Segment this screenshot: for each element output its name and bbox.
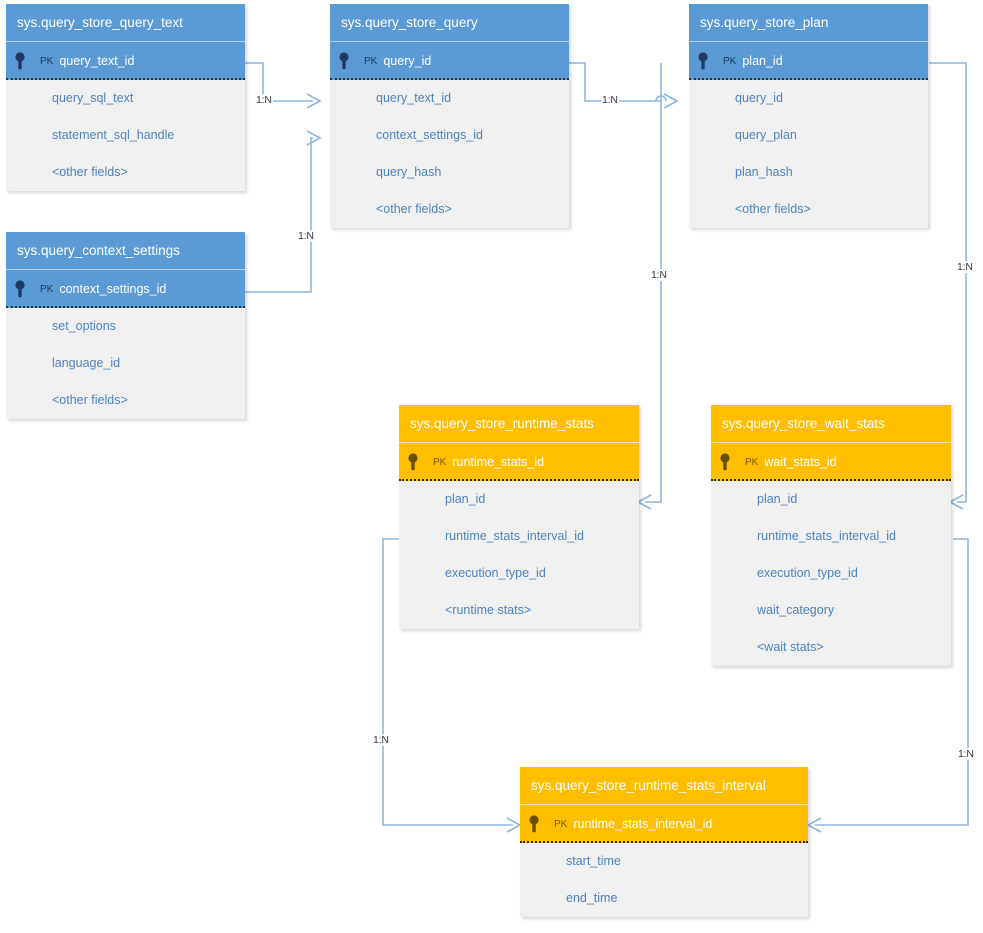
key-icon [330,52,364,70]
arrowhead-query-to-plan [663,93,679,109]
key-icon [711,453,745,471]
entity-title: sys.query_store_query [330,4,569,42]
key-icon [689,52,723,70]
cardinality-label-r7: 1:N [957,748,975,760]
field-row[interactable]: plan_hash [735,165,793,179]
pk-field-name: wait_stats_id [764,455,837,469]
cardinality-label-r2: 1:N [297,230,315,242]
pk-divider [6,306,245,308]
entity-primary-key-row[interactable]: PK query_id [330,42,569,80]
entity-primary-key-row[interactable]: PK runtime_stats_id [399,443,639,481]
field-row[interactable]: plan_id [445,492,486,506]
pk-divider [330,78,569,80]
entity-title: sys.query_store_runtime_stats [399,405,639,443]
field-row[interactable]: execution_type_id [445,566,546,580]
field-row[interactable]: query_hash [376,165,442,179]
field-row[interactable]: runtime_stats_interval_id [757,529,896,543]
arrowhead-plan-to-runtime-stats [636,494,652,510]
entity-primary-key-row[interactable]: PK query_text_id [6,42,245,80]
field-row[interactable]: start_time [566,854,621,868]
field-row[interactable]: wait_category [757,603,835,617]
field-row[interactable]: query_sql_text [52,91,134,105]
field-row[interactable]: runtime_stats_interval_id [445,529,584,543]
connector-plan-to-runtime-stats [645,63,662,503]
key-icon [520,815,554,833]
pk-field-name: runtime_stats_interval_id [573,817,713,831]
entity-query-store-runtime-stats[interactable]: sys.query_store_runtime_stats PK runtime… [399,405,639,629]
field-row[interactable]: end_time [566,891,618,905]
entity-fields: set_options language_id <other fields> [6,308,245,419]
entity-query-store-plan[interactable]: sys.query_store_plan PK plan_id query_id… [689,4,928,228]
entity-fields: plan_id runtime_stats_interval_id execut… [711,481,951,666]
entity-query-context-settings[interactable]: sys.query_context_settings PK context_se… [6,232,245,419]
field-row[interactable]: <other fields> [735,202,811,216]
pk-divider [689,78,928,80]
entity-primary-key-row[interactable]: PK plan_id [689,42,928,80]
cardinality-label-r4: 1:N [650,269,668,281]
pk-divider [399,479,639,481]
arrowhead-plan-to-wait-stats [948,494,964,510]
field-row[interactable]: query_text_id [376,91,452,105]
key-icon [399,453,433,471]
field-row[interactable]: <runtime stats> [445,603,532,617]
pk-field-name: query_text_id [59,54,135,68]
field-row[interactable]: statement_sql_handle [52,128,175,142]
entity-query-store-query-text[interactable]: sys.query_store_query_text PK query_text… [6,4,245,191]
cardinality-label-r3: 1:N [601,94,619,106]
entity-title: sys.query_store_runtime_stats_interval [520,767,808,805]
entity-primary-key-row[interactable]: PK context_settings_id [6,270,245,308]
entity-fields: plan_id runtime_stats_interval_id execut… [399,481,639,629]
entity-title: sys.query_store_plan [689,4,928,42]
field-row[interactable]: query_id [735,91,783,105]
entity-title: sys.query_store_query_text [6,4,245,42]
cardinality-label-r6: 1:N [372,734,390,746]
field-row[interactable]: set_options [52,319,116,333]
field-row[interactable]: execution_type_id [757,566,858,580]
entity-fields: query_id query_plan plan_hash <other fie… [689,80,928,228]
field-row[interactable]: plan_id [757,492,798,506]
entity-title: sys.query_store_wait_stats [711,405,951,443]
field-row[interactable]: language_id [52,356,121,370]
pk-divider [520,841,808,843]
arrowhead-interval-to-runtime-stats [506,817,522,833]
field-row[interactable]: <other fields> [376,202,452,216]
pk-tag: PK [745,456,759,468]
key-icon [6,52,40,70]
entity-fields: query_sql_text statement_sql_handle <oth… [6,80,245,191]
entity-query-store-query[interactable]: sys.query_store_query PK query_id query_… [330,4,569,228]
entity-fields: start_time end_time [520,843,808,917]
arrowhead-context-settings-to-query [306,130,322,146]
field-row[interactable]: <other fields> [52,165,128,179]
field-row[interactable]: context_settings_id [376,128,484,142]
connector-hop-query-plan [655,95,667,102]
arrowhead-interval-to-wait-stats [806,817,822,833]
pk-field-name: runtime_stats_id [452,455,545,469]
pk-field-name: query_id [383,54,432,68]
field-row[interactable]: <other fields> [52,393,128,407]
pk-tag: PK [433,456,447,468]
entity-query-store-wait-stats[interactable]: sys.query_store_wait_stats PK wait_stats… [711,405,951,666]
pk-tag: PK [40,55,54,67]
field-row[interactable]: <wait stats> [757,640,824,654]
entity-title: sys.query_context_settings [6,232,245,270]
connector-context-settings-to-query [245,137,313,293]
entity-fields: query_text_id context_settings_id query_… [330,80,569,228]
pk-tag: PK [364,55,378,67]
pk-divider [711,479,951,481]
pk-field-name: plan_id [742,54,783,68]
pk-tag: PK [554,818,568,830]
cardinality-label-r1: 1:N [255,94,273,106]
pk-divider [6,78,245,80]
arrowhead-query-text-to-query [306,93,322,109]
cardinality-label-r5: 1:N [956,261,974,273]
pk-field-name: context_settings_id [59,282,167,296]
field-row[interactable]: query_plan [735,128,797,142]
entity-primary-key-row[interactable]: PK wait_stats_id [711,443,951,481]
pk-tag: PK [40,283,54,295]
pk-tag: PK [723,55,737,67]
entity-query-store-runtime-stats-interval[interactable]: sys.query_store_runtime_stats_interval P… [520,767,808,917]
entity-primary-key-row[interactable]: PK runtime_stats_interval_id [520,805,808,843]
key-icon [6,280,40,298]
